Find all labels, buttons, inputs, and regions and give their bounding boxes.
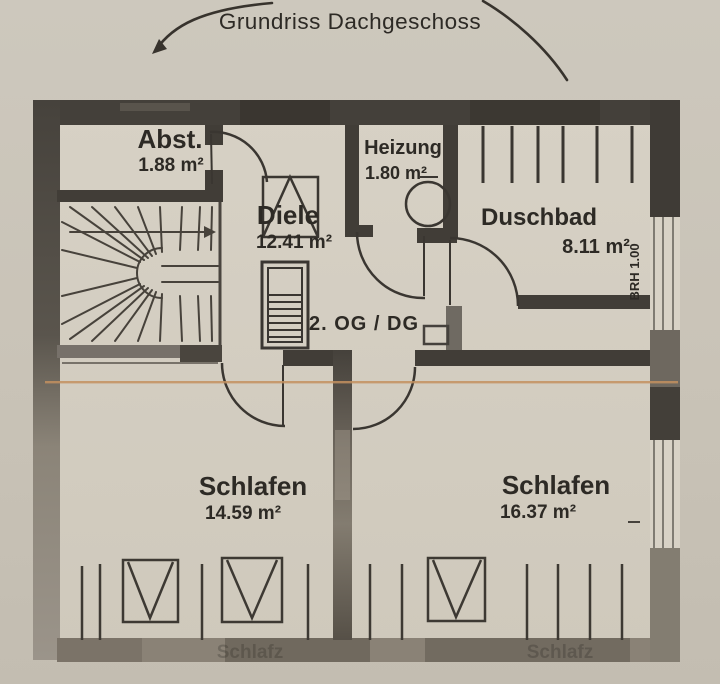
scan-fold-line [45, 381, 678, 384]
wall-abst-right-bottom-stub [205, 170, 223, 202]
roof-windows-bottom [121, 556, 487, 624]
sloped-ceiling-hatch-duschbad [481, 126, 634, 183]
wall-heizung-left [345, 125, 359, 232]
door-swing-arcs [209, 130, 520, 431]
area-abst: 1.88 m² [138, 155, 203, 176]
label-level: 2. OG / DG [309, 313, 419, 335]
wall-duschbad-left [443, 125, 458, 238]
area-heizung: 1.80 m² [365, 163, 427, 183]
wall-heizung-bottom-stub [345, 225, 373, 237]
interior-walls [57, 125, 650, 640]
wall-hall-left-dark [180, 345, 222, 362]
wall-duschbad-bottom [518, 295, 650, 309]
label-sill-height: BRH 1.00 [627, 243, 642, 300]
label-schlafen-right: Schlafen [502, 470, 610, 500]
area-duschbad: 8.11 m² [562, 236, 630, 258]
wall-notch-outline [422, 324, 450, 346]
knee-wall-tick-marks [80, 564, 624, 640]
wall-bedroom-divider [333, 350, 352, 640]
bleed-text-left: Schlafz [217, 642, 284, 663]
stair-run-arrow-icon [69, 226, 216, 238]
door-arc-schlafen-left [220, 362, 286, 428]
label-heizung: Heizung [364, 137, 442, 159]
door-arc-abst [209, 130, 269, 183]
wall-hall-right [415, 350, 650, 366]
door-arc-schlafen-right [352, 366, 417, 431]
bleed-text-right: Schlafz [527, 642, 594, 663]
wall-abst-right-top-stub [205, 125, 223, 145]
door-arc-duschbad [449, 236, 520, 307]
winder-staircase [61, 206, 219, 342]
swoosh-arrowhead-icon [152, 39, 167, 54]
bleed-through-text: Schlafz Schlafz [217, 642, 594, 663]
stair-eye-arc [136, 247, 163, 299]
chimney-shaft-icon [260, 260, 310, 350]
wall-stair-bottom [57, 345, 182, 358]
wall-abst-bottom [57, 190, 210, 202]
roof-window-icon-3 [426, 556, 487, 623]
wall-stub-gray [446, 306, 462, 356]
window-right-upper [650, 217, 680, 330]
door-leaf-abst [210, 133, 213, 185]
roof-window-icon-2 [220, 556, 284, 624]
area-diele: 12.41 m² [256, 232, 332, 253]
label-abst: Abst. [138, 124, 203, 154]
label-schlafen-left: Schlafen [199, 471, 307, 501]
outer-wall-right [628, 100, 680, 662]
outer-wall-top [33, 100, 680, 125]
area-schlafen-right: 16.37 m² [500, 502, 576, 523]
boiler-circle-icon [404, 180, 452, 228]
window-right-lower [650, 440, 680, 548]
roof-window-icon-1 [121, 558, 180, 624]
room-labels: Abst. 1.88 m² Heizung 1.80 m² Diele 12.4… [138, 124, 643, 524]
title-arrow-swoosh [152, 0, 569, 82]
label-diele: Diele [257, 200, 319, 230]
area-schlafen-left: 14.59 m² [205, 503, 281, 524]
outer-walls [33, 100, 680, 662]
label-duschbad: Duschbad [481, 204, 597, 231]
page-title: Grundriss Dachgeschoss [219, 9, 481, 34]
outer-wall-left [33, 100, 60, 660]
roof-window-icon-diele [261, 173, 320, 239]
door-arc-heizung [355, 231, 426, 300]
